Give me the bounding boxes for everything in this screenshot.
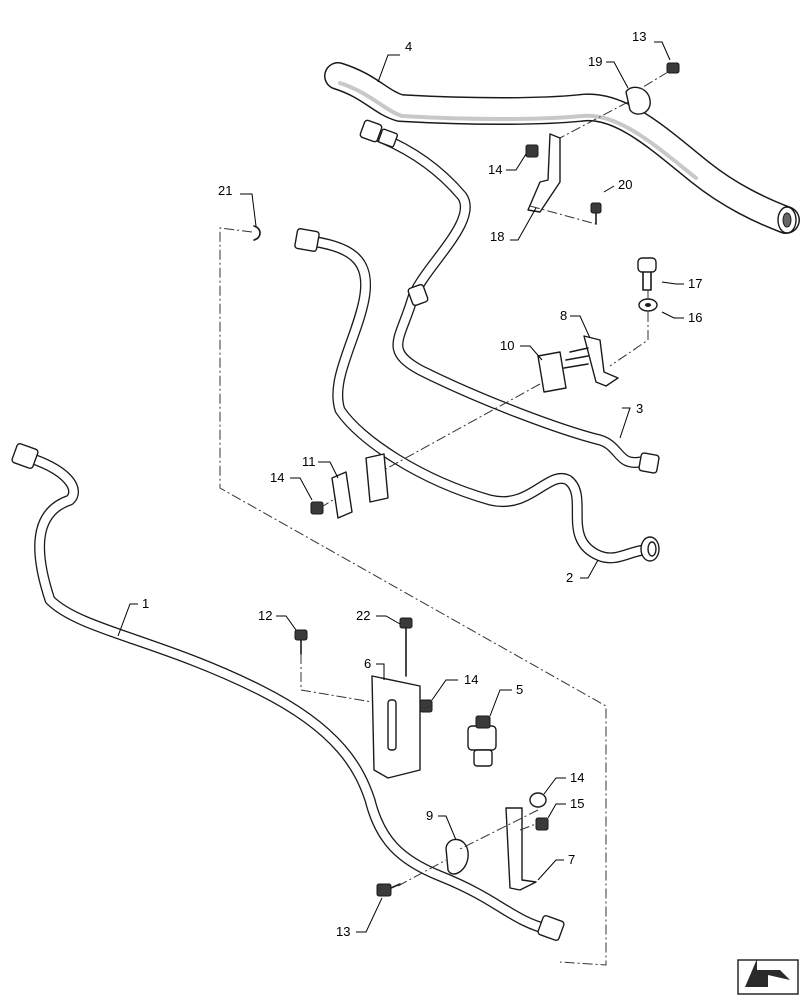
callout-21: 21 xyxy=(218,183,232,198)
callout-12: 12 xyxy=(258,608,272,623)
callout-9: 9 xyxy=(426,808,433,823)
tube-part-1 xyxy=(11,442,565,942)
bolt-part-20 xyxy=(590,202,602,225)
nut-part-14-left xyxy=(310,501,324,515)
leader-lines xyxy=(117,41,684,933)
callout-20: 20 xyxy=(618,177,632,192)
callout-2: 2 xyxy=(566,570,573,585)
clip-part-21 xyxy=(253,225,261,241)
washer-part-16 xyxy=(638,298,658,312)
clamp-part-19 xyxy=(625,86,651,115)
bolt-part-17 xyxy=(637,257,657,291)
bolt-part-13-bottom xyxy=(376,883,401,897)
callout-13-top: 13 xyxy=(632,29,646,44)
callout-8: 8 xyxy=(560,308,567,323)
block-part-10 xyxy=(537,351,567,393)
bracket-part-6 xyxy=(371,675,421,779)
callout-14-left: 14 xyxy=(270,470,284,485)
bolt-part-12 xyxy=(294,629,308,655)
callout-6: 6 xyxy=(364,656,371,671)
nut-part-14-right xyxy=(529,792,547,808)
callout-1: 1 xyxy=(142,596,149,611)
bracket-part-7 xyxy=(505,807,537,891)
bolt-part-13-top xyxy=(666,62,680,74)
callout-labels: 4 13 19 14 20 18 21 17 16 8 10 3 11 14 2… xyxy=(142,29,702,939)
hose-part-4 xyxy=(324,62,800,234)
callout-13-bottom: 13 xyxy=(336,924,350,939)
nut-part-14-mid xyxy=(419,699,433,713)
callout-16: 16 xyxy=(688,310,702,325)
nut-part-14-top xyxy=(525,144,539,158)
tube-part-3 xyxy=(359,119,660,474)
callout-3: 3 xyxy=(636,401,643,416)
bolt-part-22 xyxy=(399,617,413,677)
callout-19: 19 xyxy=(588,54,602,69)
callout-5: 5 xyxy=(516,682,523,697)
fitting-part-5 xyxy=(467,715,497,767)
callout-15: 15 xyxy=(570,796,584,811)
assembly-outline xyxy=(219,227,607,966)
clamp-block-mid xyxy=(365,453,389,503)
callout-17: 17 xyxy=(688,276,702,291)
bracket-part-8 xyxy=(563,335,619,387)
assembly-lines xyxy=(300,71,669,887)
callout-4: 4 xyxy=(405,39,412,54)
callout-11: 11 xyxy=(302,454,316,469)
next-page-arrow-icon[interactable] xyxy=(737,959,799,995)
callout-14-right: 14 xyxy=(570,770,584,785)
plate-part-11 xyxy=(331,471,353,519)
nut-part-15 xyxy=(535,817,549,831)
callout-14-top: 14 xyxy=(488,162,502,177)
clamp-part-9 xyxy=(445,838,469,875)
callout-14-mid: 14 xyxy=(464,672,478,687)
callout-7: 7 xyxy=(568,852,575,867)
callout-18: 18 xyxy=(490,229,504,244)
tube-part-2 xyxy=(294,228,660,564)
callout-22: 22 xyxy=(356,608,370,623)
callout-10: 10 xyxy=(500,338,514,353)
